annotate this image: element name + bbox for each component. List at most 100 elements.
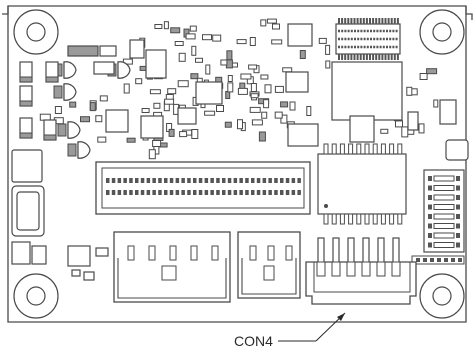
strip-pad: [430, 258, 434, 262]
smd-part: [272, 23, 280, 30]
soic-lead: [397, 143, 403, 155]
con4-pin: [377, 237, 385, 265]
smd-part: [122, 58, 133, 65]
bottom-connector-b-pin: [285, 245, 293, 261]
ribbon-pin: [117, 190, 122, 195]
ribbon-pin: [262, 190, 267, 195]
transistor-body: [77, 141, 91, 159]
fine-connector-pin: [347, 18, 350, 24]
fine-connector-pin: [387, 18, 390, 24]
transistor-pad: [67, 143, 77, 157]
ribbon-pin: [227, 178, 232, 183]
smd-part: [97, 136, 107, 143]
con4-contact: [391, 261, 401, 277]
ribbon-pin: [268, 178, 272, 183]
smd-part: [250, 93, 259, 99]
bottom-connector-a-pin: [127, 245, 135, 261]
fine-connector-pin: [365, 18, 368, 24]
bottom-connector-a-key: [161, 265, 177, 281]
soic-lead: [339, 213, 345, 225]
smd-part: [380, 128, 389, 134]
bottom-connector-b-pin: [267, 245, 275, 261]
smd-part: [325, 60, 331, 69]
con4-connector: [305, 237, 417, 305]
soic-lead: [348, 213, 354, 225]
right-connector-body: [423, 169, 465, 253]
strip-pad: [451, 258, 455, 262]
ribbon-pin: [222, 190, 226, 195]
smd-part: [154, 24, 163, 29]
fine-connector-pin: [341, 54, 344, 60]
ribbon-pin: [198, 190, 203, 195]
smd-part: [249, 106, 261, 113]
bottom-connector-a-shell: [117, 258, 227, 299]
smd-part: [433, 99, 439, 108]
ribbon-pin: [256, 178, 261, 183]
smd-part: [227, 82, 234, 93]
capacitor-band: [19, 132, 33, 139]
fine-connector-pin: [372, 18, 375, 24]
right-connector-slot: [433, 204, 455, 210]
con4-pin: [347, 237, 355, 265]
fine-connector-pin: [347, 54, 350, 60]
mounting-hole-top-right: [419, 9, 465, 55]
bottom-connector-b-key: [263, 265, 275, 281]
right-connector-pin: [428, 185, 432, 191]
smd-part: [205, 64, 211, 75]
smd-part: [148, 149, 156, 160]
smd-part: [126, 137, 136, 143]
fine-connector-pin: [381, 18, 384, 24]
bottom-connector-b-body: [237, 231, 301, 299]
smd-part: [178, 52, 186, 62]
smd-part: [141, 108, 150, 113]
smd-part: [163, 21, 169, 30]
smd-part: [164, 98, 175, 105]
right-connector-pin: [428, 242, 432, 248]
soic-body: [317, 153, 407, 215]
smd-part: [216, 105, 224, 112]
ribbon-pin: [187, 178, 191, 183]
fine-connector-pin: [393, 54, 396, 60]
smd-part: [227, 75, 233, 82]
con4-label: CON4: [234, 333, 273, 349]
soic-lead: [356, 213, 362, 225]
con4-contact: [361, 261, 371, 277]
smd-part: [299, 50, 306, 59]
bottom-connectors: [113, 231, 301, 303]
strip-pad: [416, 258, 420, 262]
smd-part: [220, 59, 228, 66]
ribbon-pin: [216, 178, 220, 183]
smd-part: [271, 39, 283, 45]
strip-pad: [444, 258, 448, 262]
ribbon-pin: [181, 190, 185, 195]
ribbon-pin: [181, 178, 185, 183]
right-connector-slot: [433, 223, 455, 229]
ribbon-pin: [187, 190, 191, 195]
con4-contact: [331, 261, 341, 277]
fine-connector-pin: [369, 54, 371, 60]
smd-part: [153, 102, 161, 109]
fine-connector-pin: [356, 54, 359, 60]
smd-part: [39, 113, 51, 121]
ribbon-pin: [210, 190, 214, 195]
ribbon-inner: [101, 167, 305, 209]
transistor-body: [67, 121, 81, 139]
ribbon-pin: [291, 190, 296, 195]
smd-part: [185, 33, 196, 40]
smd-part: [191, 45, 197, 56]
smd-part: [123, 83, 130, 94]
ribbon-pin: [274, 178, 278, 183]
right-connector-slot: [433, 185, 455, 191]
soic-lead: [389, 213, 395, 225]
ribbon-pin: [245, 190, 249, 195]
fine-connector-pin: [359, 18, 362, 24]
smd-part: [89, 102, 96, 112]
right-connector-pin: [456, 195, 460, 200]
strip-pad: [458, 258, 462, 262]
con4-pin: [392, 237, 400, 265]
ribbon-pin: [164, 178, 168, 183]
smd-part: [251, 119, 263, 126]
smd-part: [418, 123, 425, 134]
smd-part: [95, 115, 103, 123]
